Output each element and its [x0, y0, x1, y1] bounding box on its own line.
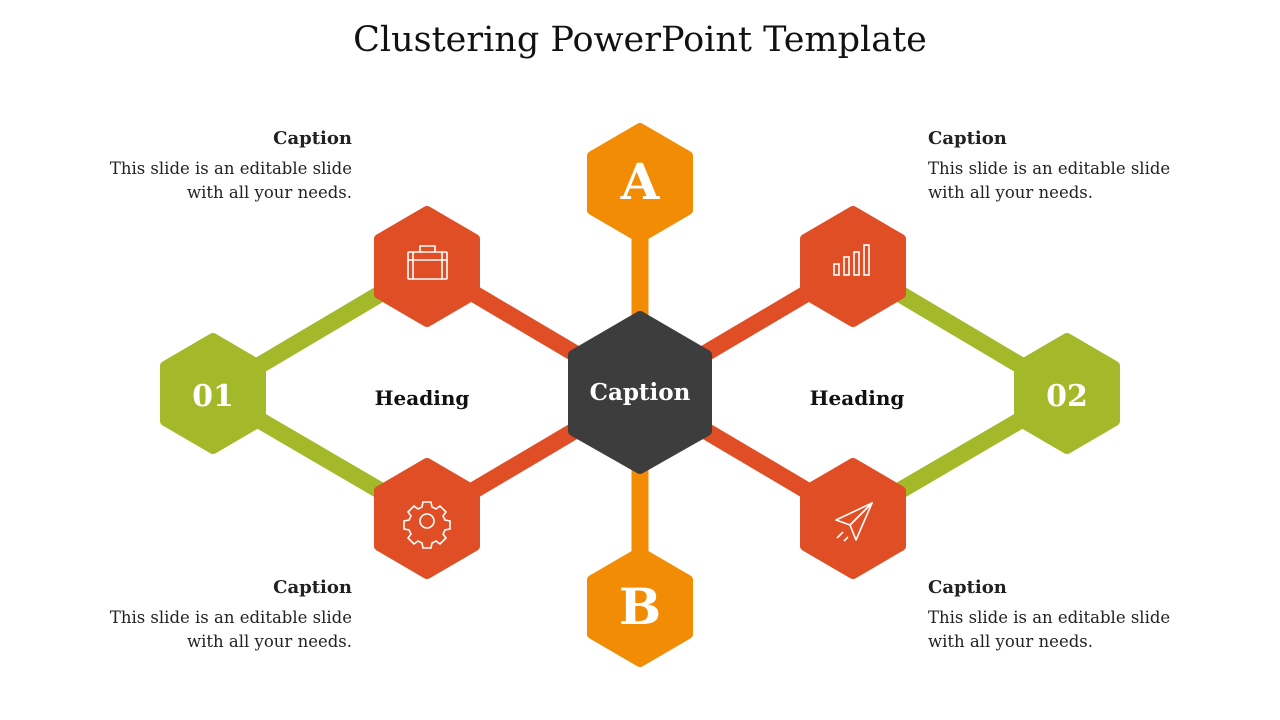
caption-line-1: This slide is an editable slide: [109, 608, 352, 627]
caption-line-2: with all your needs.: [928, 632, 1093, 651]
left-heading: Heading: [374, 386, 470, 410]
center-caption: Caption: [589, 379, 691, 406]
caption-title: Caption: [928, 128, 1007, 149]
node-a-label: A: [620, 152, 660, 211]
hex-bottom-b: [587, 547, 693, 667]
caption-block-bottom-right: Caption This slide is an editable slide …: [928, 577, 1188, 654]
hex-center: [568, 311, 712, 474]
gear-icon: [403, 501, 451, 549]
caption-block-bottom-left: Caption This slide is an editable slide …: [92, 577, 352, 654]
caption-title: Caption: [273, 577, 352, 598]
right-heading: Heading: [809, 386, 905, 410]
caption-title: Caption: [273, 128, 352, 149]
caption-line-2: with all your needs.: [187, 632, 352, 651]
bar-chart-icon: [833, 244, 870, 276]
caption-line-2: with all your needs.: [187, 183, 352, 202]
caption-line-1: This slide is an editable slide: [109, 159, 352, 178]
hex-top-a: [587, 123, 693, 243]
caption-line-2: with all your needs.: [928, 183, 1093, 202]
paper-plane-icon: [835, 502, 873, 542]
hex-left-01: [160, 333, 266, 454]
slide-title: Clustering PowerPoint Template: [353, 20, 927, 60]
hex-top-left: [374, 206, 480, 327]
hex-right-02: [1014, 333, 1120, 454]
node-02-label: 02: [1046, 379, 1088, 414]
node-b-label: B: [618, 577, 662, 636]
caption-title: Caption: [928, 577, 1007, 598]
caption-line-1: This slide is an editable slide: [928, 608, 1171, 627]
node-01-label: 01: [192, 379, 234, 414]
hex-bottom-right: [800, 458, 906, 579]
briefcase-icon: [407, 245, 448, 280]
caption-block-top-right: Caption This slide is an editable slide …: [928, 128, 1188, 205]
hex-top-right: [800, 206, 906, 327]
caption-line-1: This slide is an editable slide: [928, 159, 1171, 178]
hex-bottom-left: [374, 458, 480, 579]
caption-block-top-left: Caption This slide is an editable slide …: [92, 128, 352, 205]
